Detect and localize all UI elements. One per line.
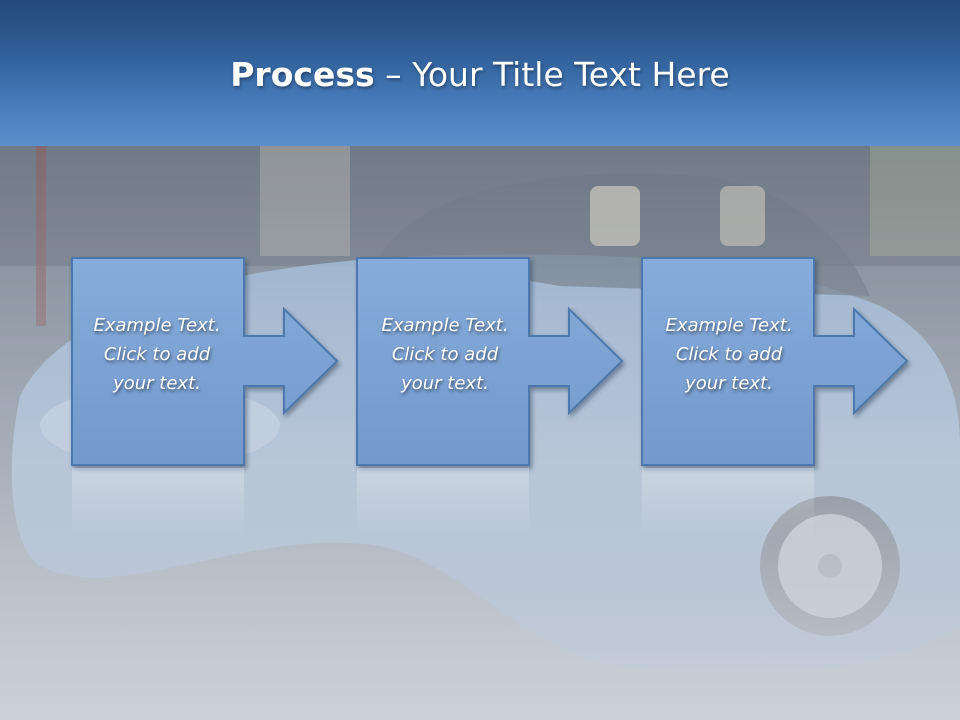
title-rest: – Your Title Text Here [374, 55, 730, 94]
process-step-3[interactable] [641, 257, 909, 466]
step-3-text[interactable]: Example Text. Click to add your text. [643, 311, 815, 398]
title-bold: Process [230, 55, 375, 94]
step-3-line-1: Example Text. [665, 315, 793, 336]
step-2-line-3: your text. [401, 373, 489, 394]
step-1-line-2: Click to add [103, 344, 211, 365]
slide-title[interactable]: Process – Your Title Text Here [0, 54, 960, 96]
step-2-text[interactable]: Example Text. Click to add your text. [359, 311, 531, 398]
step-2-line-2: Click to add [391, 344, 499, 365]
process-reflection [72, 468, 814, 538]
step-3-line-3: your text. [685, 373, 773, 394]
process-step-1[interactable] [71, 257, 339, 466]
step-3-line-2: Click to add [675, 344, 783, 365]
step-1-text[interactable]: Example Text. Click to add your text. [71, 311, 243, 398]
step-1-line-3: your text. [113, 373, 201, 394]
process-step-2[interactable] [356, 257, 624, 466]
title-bar [0, 0, 960, 146]
step-1-line-1: Example Text. [93, 315, 221, 336]
step-2-line-1: Example Text. [381, 315, 509, 336]
